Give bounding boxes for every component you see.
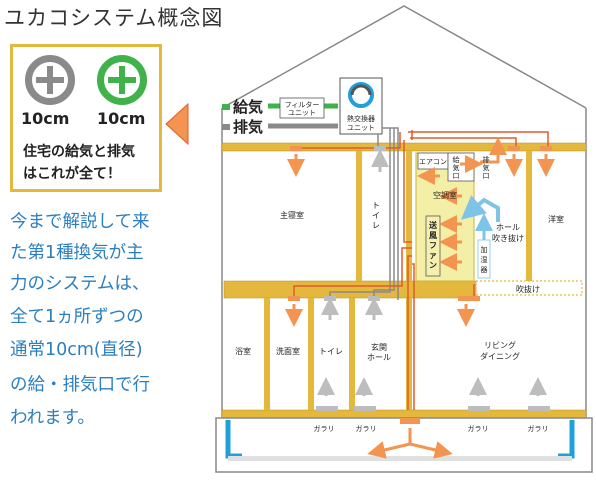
room-western: 洋室 [548,214,564,224]
room-master-bed: 主寝室 [280,210,304,220]
garari-label-2: ガラリ [356,424,377,433]
aircon-label: エアコン [419,158,447,166]
room-void: 吹抜け [516,284,540,294]
description-line-6: の給・排気口で行 [10,375,150,395]
pointer-arrow-icon [165,102,189,146]
hrv-unit-label-1: 熱交換器 [347,114,375,123]
fan-label-3: ァ [429,251,437,260]
room-toilet-up-1: イ [372,211,380,220]
supply-label: 給気 [233,98,263,116]
page-title: ユカコシステム概念図 [4,6,224,30]
supply-port-label-0: 給 [453,155,460,164]
room-toilet-up-2: レ [372,221,380,230]
fan-label-4: ン [429,261,437,270]
description-line-3: 力のシステムは、 [10,274,150,294]
hrv-unit-label-2: ユニット [347,124,375,132]
exhaust-port-label-0: 排 [483,155,490,164]
filter-unit-label-1: フィルター [285,100,320,109]
hrv-unit-icon [348,82,374,108]
room-toilet-down: トイレ [319,347,343,356]
description-line-5: 通常10cm(直径) [10,340,143,360]
description-line-7: われます。 [10,408,95,428]
hall-void-label-1: ホール [496,223,520,232]
ac-room-label: 空調室 [433,190,457,200]
exhaust-port-icon [25,55,75,105]
room-entrance-2: ホール [367,353,391,362]
room-washroom: 洗面室 [276,346,300,356]
description-line-1: 今まで解説して来 [10,212,150,232]
room-toilet-up-0: ト [372,201,380,210]
room-entrance-1: 玄関 [371,342,387,352]
room-bath: 浴室 [235,346,251,356]
description-line-4: 全て1ヵ所ずつの [10,307,144,327]
fan-label-0: 送 [428,220,438,230]
legend-text-line2: はこれが全て！ [23,166,121,182]
legend-size-right: 10cm [97,109,146,128]
garari-label-3: ガラリ [468,424,489,433]
humidifier-label-1: 湿 [481,255,488,264]
humidifier-label-2: 器 [481,266,488,274]
supply-port-label-2: 口 [453,172,460,180]
fan-label-1: 風 [429,231,437,240]
legend-box: 10cm 10cm 住宅の給気と排気 はこれが全て！ [10,44,162,192]
hall-void-label-2: 吹き抜け [492,233,524,243]
exhaust-label: 排気 [233,118,263,136]
roof-outline [221,5,587,109]
exhaust-port-label-2: 口 [483,172,490,180]
filter-unit-label-2: ユニット [288,109,316,117]
room-living-2: ダイニング [480,351,520,361]
fan-label-2: フ [429,241,437,250]
description-line-2: た第1種換気が主 [10,243,144,263]
legend-text-line1: 住宅の給気と排気 [23,144,135,160]
room-living-1: リビング [484,340,516,350]
supply-port-label-1: 気 [453,163,460,172]
legend-size-left: 10cm [21,109,70,128]
humidifier-label-0: 加 [481,245,488,254]
exhaust-port-label-1: 気 [483,163,490,172]
supply-port-icon [97,55,147,105]
garari-label-1: ガラリ [314,424,335,433]
garari-label-4: ガラリ [528,424,549,433]
